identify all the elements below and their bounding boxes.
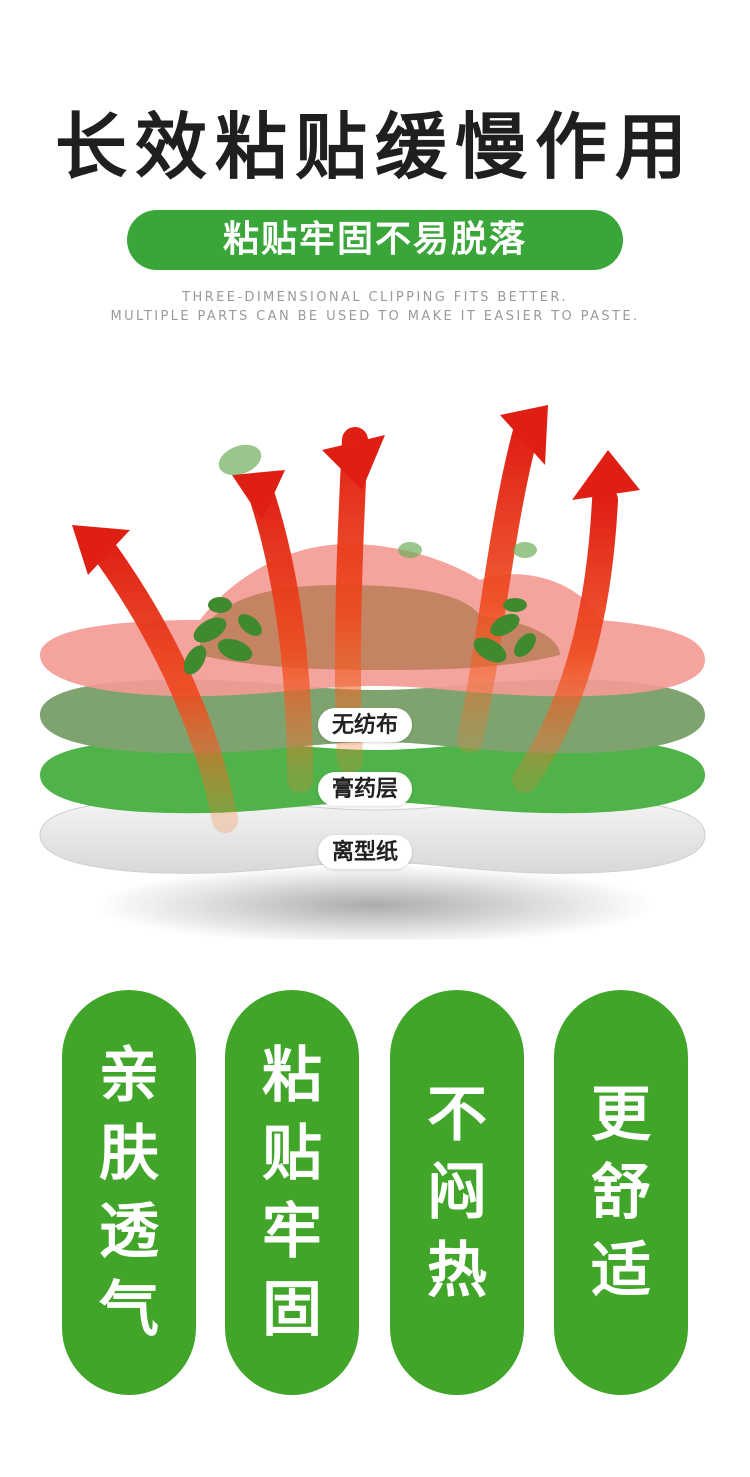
feature-char: 舒 — [591, 1157, 651, 1228]
arrow-head — [500, 405, 548, 465]
feature-char: 粘 — [262, 1040, 322, 1111]
feature-char: 肤 — [99, 1118, 159, 1189]
heat-arrow — [457, 422, 538, 753]
patch-layers-illustration: 无纺布 膏药层 离型纸 — [0, 380, 750, 945]
feature-char: 亲 — [99, 1040, 159, 1111]
arrow-head — [232, 470, 285, 520]
page-title: 长效粘贴缓慢作用 — [54, 104, 695, 189]
herb-floating — [218, 444, 537, 558]
layer-shadow — [95, 865, 655, 945]
herb-right — [473, 598, 536, 663]
feature-char: 闷 — [427, 1157, 487, 1228]
heat-arrow — [512, 487, 618, 793]
herb-left — [183, 597, 262, 675]
feature-more-comfortable: 更 舒 适 — [554, 990, 688, 1395]
english-line-2: MULTIPLE PARTS CAN BE USED TO MAKE IT EA… — [110, 309, 640, 324]
feature-char: 适 — [591, 1235, 651, 1306]
feature-char: 牢 — [262, 1196, 322, 1267]
arrow-head — [572, 450, 640, 500]
feature-skin-breathable: 亲 肤 透 气 — [62, 990, 196, 1395]
arrow-head — [72, 525, 130, 575]
feature-char: 更 — [591, 1079, 651, 1150]
feature-char: 透 — [99, 1196, 159, 1267]
feature-char: 气 — [99, 1274, 159, 1345]
heat-arrow — [247, 477, 313, 793]
feature-char: 热 — [427, 1235, 487, 1306]
feature-char: 贴 — [262, 1118, 322, 1189]
arrow-head — [322, 435, 385, 490]
layer-label-nonwoven: 无纺布 — [318, 708, 413, 742]
subtitle-pill: 粘贴牢固不易脱落 — [127, 210, 623, 270]
feature-char: 固 — [262, 1274, 322, 1345]
heat-arrow — [87, 532, 238, 833]
feature-firm-adhesion: 粘 贴 牢 固 — [225, 990, 359, 1395]
feature-not-stuffy: 不 闷 热 — [390, 990, 524, 1395]
english-line-1: THREE-DIMENSIONAL CLIPPING FITS BETTER. — [182, 290, 568, 305]
feature-pills: 亲 肤 透 气 粘 贴 牢 固 不 闷 热 更 舒 适 — [0, 990, 750, 1395]
patch-layers-graphic — [39, 405, 706, 945]
arrow-heads — [72, 405, 640, 575]
feature-char: 不 — [427, 1079, 487, 1150]
layer-label-plaster: 膏药层 — [318, 772, 413, 806]
layer-label-release-paper: 离型纸 — [318, 835, 413, 869]
